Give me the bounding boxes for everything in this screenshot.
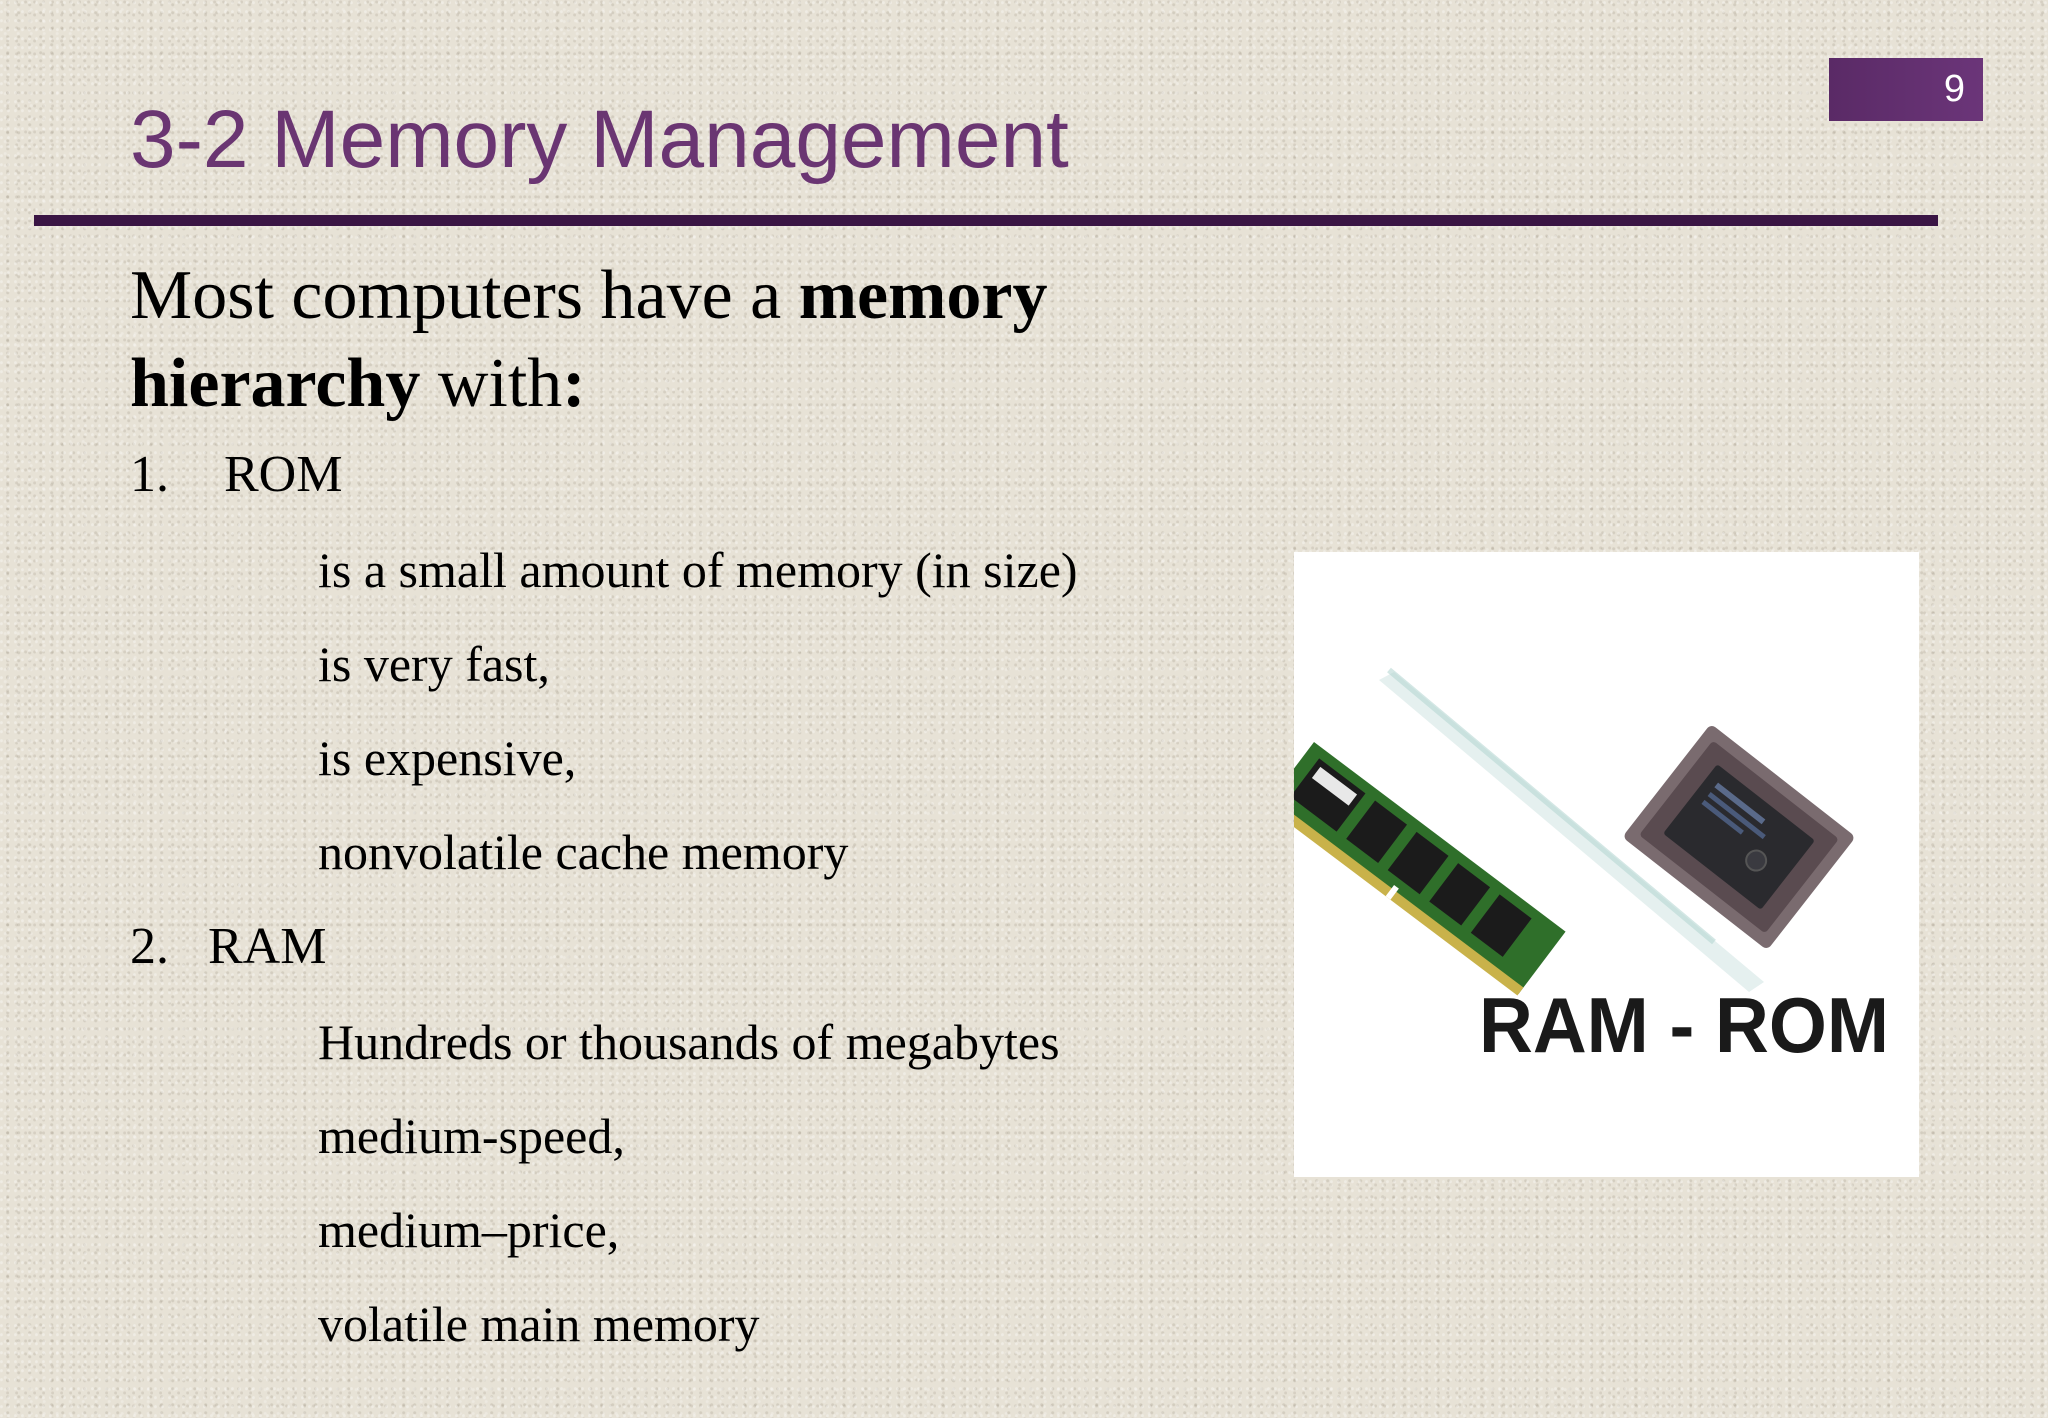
intro-part-1: Most computers have a [130, 257, 799, 334]
rom-chip-icon [1624, 726, 1854, 948]
title-divider [34, 215, 1938, 226]
intro-bold-3: : [562, 345, 586, 422]
sub-item: is a small amount of memory (in size) [318, 542, 1078, 598]
list-label: RAM [208, 918, 327, 975]
slide-number-text: 9 [1943, 68, 1965, 110]
ram-rom-image: RAM - ROM [1294, 552, 1919, 1177]
intro-bold-2: hierarchy [130, 345, 421, 422]
intro-text: Most computers have a memory hierarchy wi… [130, 252, 1230, 428]
sub-item: Hundreds or thousands of megabytes [318, 1014, 1060, 1070]
image-caption: RAM - ROM [1479, 981, 1889, 1069]
intro-part-2: with [420, 345, 563, 422]
sub-item: medium-speed, [318, 1108, 625, 1164]
list-label: ROM [224, 446, 343, 503]
list-item-ram: 2. RAM [130, 917, 326, 977]
sub-item: is expensive, [318, 730, 577, 786]
list-number: 1. [130, 446, 169, 503]
slide-number: 9 [1829, 58, 1983, 121]
intro-bold-1: memory [798, 257, 1048, 334]
sub-item: nonvolatile cache memory [318, 824, 849, 880]
sub-item: medium–price, [318, 1202, 620, 1258]
ram-module-icon [1294, 742, 1566, 996]
list-item-rom: 1. ROM [130, 445, 342, 505]
sub-item: volatile main memory [318, 1296, 760, 1352]
slide-title: 3-2 Memory Management [130, 94, 1069, 185]
sub-item: is very fast, [318, 636, 550, 692]
list-number: 2. [130, 918, 169, 975]
